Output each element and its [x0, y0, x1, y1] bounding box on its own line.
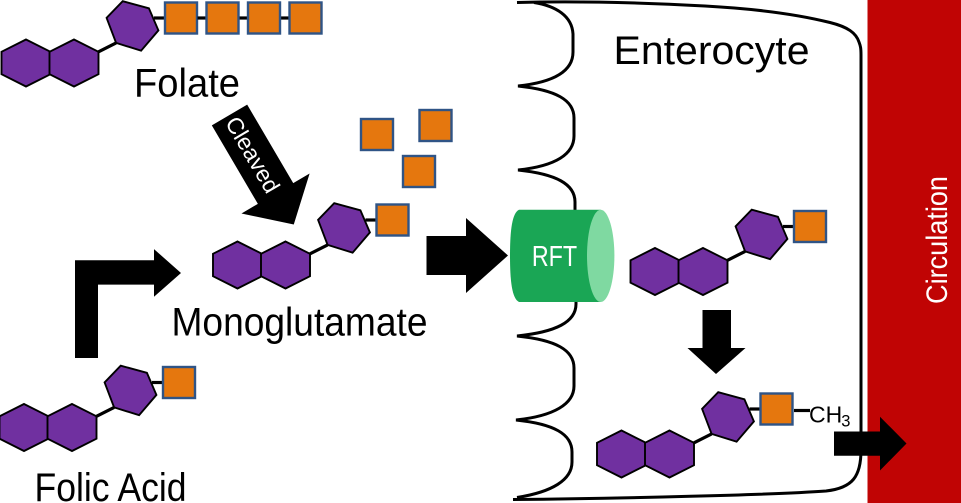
svg-text:Folate: Folate	[134, 62, 240, 106]
svg-text:CH3: CH3	[809, 402, 850, 431]
svg-text:Monoglutamate: Monoglutamate	[172, 301, 428, 345]
svg-text:RFT: RFT	[532, 241, 578, 273]
svg-text:Enterocyte: Enterocyte	[614, 29, 810, 73]
svg-text:Circulation: Circulation	[921, 176, 954, 304]
svg-text:Folic Acid: Folic Acid	[35, 466, 187, 503]
